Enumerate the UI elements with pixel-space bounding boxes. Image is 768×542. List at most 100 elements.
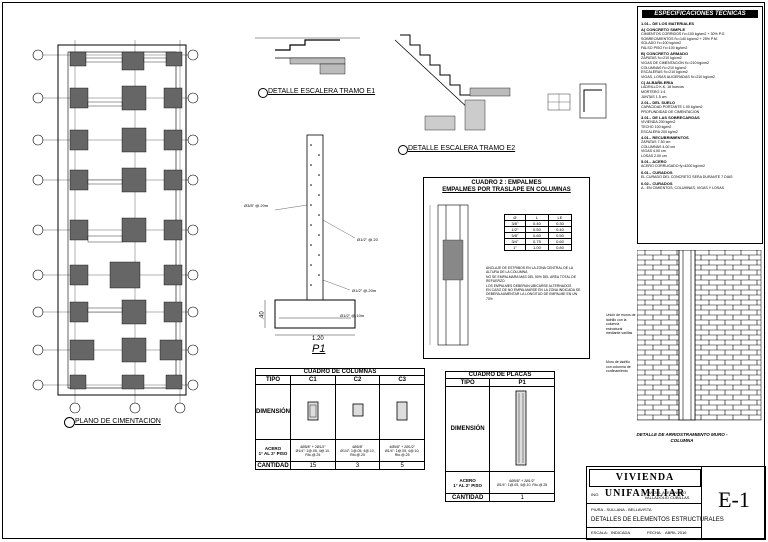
column-header: C3 <box>379 375 425 385</box>
note-item: NO SE EMPALMARA MAS DEL 50% DEL AREA TOT… <box>486 274 577 284</box>
row-label: CANTIDAD <box>444 493 491 502</box>
row-label: DIMENSIÓN <box>254 384 292 440</box>
cantidad-value: 3 <box>334 461 381 470</box>
date-label: FECHA: <box>647 530 662 535</box>
note-item: ANCLAJE DE ESTRIBOS EN LA ZONA CENTRAL D… <box>486 266 573 275</box>
columns-title: CUADRO DE COLUMNAS <box>255 368 425 376</box>
scale-value: INDICADA <box>611 530 631 535</box>
spec-line: VIGAS 4.00 cm <box>641 149 666 154</box>
column-header: C2 <box>334 375 381 385</box>
spec-line: SOBRECIMIENTOS f'c=140 kg/cm2 + 25% P.M. <box>641 36 718 41</box>
spec-heading: C) ALBAÑILERIA <box>641 80 674 86</box>
bar-label-2: Ø1/2" @.20 <box>357 237 378 242</box>
column-header: TIPO <box>254 375 292 385</box>
estribos-value: Ø1/4": 1@.05, 4@.10, Rto.@.25 <box>295 448 331 457</box>
divider <box>587 503 701 504</box>
scale-label: ESCALA: <box>591 530 608 535</box>
row-label: ACERO 1° AL 2° PISO <box>444 471 491 494</box>
foundation-plan <box>32 40 199 414</box>
joint-detail <box>547 83 607 119</box>
spec-heading: 6.01.- CURADOS <box>641 170 673 176</box>
stair-e1-title: DETALLE ESCALERA TRAMO E1 <box>268 88 376 95</box>
title-bubble <box>258 88 268 98</box>
spec-line: MORTERO 1:4 <box>641 89 666 94</box>
foundation-plan-title: PLANO DE CIMENTACION <box>75 418 161 425</box>
author-label: ING: <box>591 492 600 497</box>
cuadro-title: CUADRO 2 : EMPALMES <box>471 180 542 186</box>
spec-line: CAPACIDAD PORTANTE 1.00 kg/cm2 <box>641 105 703 110</box>
row-label: ACERO 1° AL 2° PISO <box>254 439 292 462</box>
row-label: CANTIDAD <box>254 461 292 470</box>
placas-title: CUADRO DE PLACAS <box>445 371 555 379</box>
spec-heading: 6.02.- CURADOS <box>641 180 673 186</box>
column-section-c2 <box>334 384 381 440</box>
spec-heading: B) CONCRETO ARMADO <box>641 51 689 57</box>
dim-width: 1.20 <box>312 336 324 342</box>
specs-title: ESPECIFICACIONES TECNICAS <box>642 10 758 18</box>
wall-note-2: Muro de ladrillo con columna de confinam… <box>606 360 631 373</box>
wall-note-1: Unión de muros de ladrillo con la column… <box>606 313 636 335</box>
title-bubble <box>398 145 408 155</box>
acero-cell: 4Ø5/8" + 2Ø1/2"Ø1/4": 1@.05, 4@.10, Rto.… <box>379 439 425 462</box>
cuadro-subtitle: EMPALMES POR TRASLAPE EN COLUMNAS <box>442 187 571 193</box>
spec-line: CIMIENTOS CORRIDOS f'c=100 kg/cm2 + 30% … <box>641 32 726 36</box>
spec-heading: 1.01.- DE LOS MATERIALES <box>641 21 695 26</box>
bar-label-4: Ø1/2" @.10m <box>340 313 365 318</box>
acero-cell: 4Ø5/8"Ø1/4": 1@.05, 4@.10, Rto.@.25 <box>334 439 381 462</box>
table-cell: 0.80 <box>547 244 573 251</box>
anclaje-title: DETALLE DE ARRIOSTRAMIENTO MURO - COLUMN… <box>636 432 728 443</box>
estribos-value: Ø1/4": 1@.05, 4@.10, Rto.@.25 <box>340 448 375 457</box>
spec-line: A.- EN CIMIENTOS, COLUMNAS, VIGAS Y LOSA… <box>641 185 725 190</box>
bar-label-3: Ø1/2" @.20m <box>352 288 377 293</box>
acero-value: 4Ø5/8" + 2Ø1/2" <box>389 444 415 449</box>
spec-heading: A) CONCRETO SIMPLE <box>641 27 686 32</box>
placa-p1-elevation <box>264 134 356 336</box>
acero-value: 6Ø5/8" + 2Ø1/2" <box>509 478 535 483</box>
column-section-c3 <box>379 384 425 440</box>
cantidad-value: 15 <box>290 461 336 470</box>
column-header: C1 <box>290 375 336 385</box>
spec-line: SOLADO f'c=100 kg/cm2 <box>641 41 682 46</box>
column-section-c1 <box>290 384 336 440</box>
p1-title: P1 <box>312 343 326 355</box>
spec-line: ZAPATAS 7.50 cm <box>641 140 671 145</box>
spec-line: VIVIENDA 200 kg/m2 <box>641 120 676 125</box>
project-name: VIVIENDA UNIFAMILIAR <box>589 469 701 499</box>
acero-value: 4Ø5/8" + 2Ø1/2" <box>300 444 326 449</box>
cantidad-value: 5 <box>379 461 425 470</box>
estribos-value: Ø1/4": 1@.05, 4@.10, Rto.@.25 <box>497 482 548 487</box>
spec-heading: 3.01.- DE LAS SOBRECARGAS <box>641 115 700 121</box>
placa-header: TIPO <box>444 378 491 387</box>
date-value: ABRIL 2016 <box>665 530 687 535</box>
spec-line: LOSAS 2.00 cm <box>641 153 667 158</box>
dim-height: .40 <box>259 311 266 320</box>
stair-e2-title: DETALLE ESCALERA TRAMO E2 <box>408 145 516 152</box>
spec-heading: 5.01.- ACERO <box>641 159 667 165</box>
spec-heading: 4.01.- RECUBRIMIENTOS <box>641 135 689 141</box>
empalme-diagram <box>429 204 469 346</box>
spec-line: COLUMNAS 4.00 cm <box>641 144 676 149</box>
divider <box>701 467 702 539</box>
title-bubble <box>64 417 75 428</box>
placa-section <box>489 386 555 472</box>
spec-line: TECHO 100 kg/m2 <box>641 124 672 129</box>
acero-value: 4Ø5/8" <box>352 444 363 449</box>
author-name: ANGEL ALEJANDRO VALLADOLID CUBILLAS <box>644 490 690 500</box>
acero-cell: 4Ø5/8" + 2Ø1/2"Ø1/4": 1@.05, 4@.10, Rto.… <box>290 439 336 462</box>
plan-name: DETALLES DE ELEMENTOS ESTRUCTURALES <box>591 517 724 523</box>
spec-line: ZAPATAS f'c=210 kg/cm2 <box>641 56 682 61</box>
cuadro-empalmes: CUADRO 2 : EMPALMES EMPALMES POR TRASLAP… <box>423 177 590 359</box>
acero-cell: 6Ø5/8" + 2Ø1/2"Ø1/4": 1@.05, 4@.10, Rto.… <box>489 471 555 494</box>
cantidad-value: 1 <box>489 493 555 502</box>
spec-line: VIGAS, LOSAS ALIGERADAS f'c=210 kg/cm2 <box>641 74 715 79</box>
spec-line: ESCALERAS f'c=210 kg/cm2 <box>641 70 688 75</box>
sheet-number: E-1 <box>718 487 750 512</box>
stair-e2-detail <box>394 34 511 131</box>
estribos-value: Ø1/4": 1@.05, 4@.10, Rto.@.25 <box>384 448 420 457</box>
table-cell: 1.00 <box>524 244 549 251</box>
